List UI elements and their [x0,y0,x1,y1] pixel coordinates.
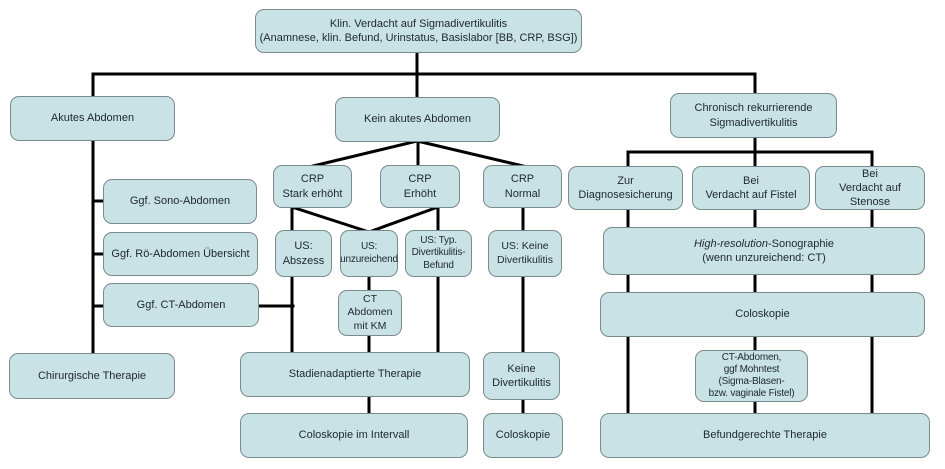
hires-line2: (wenn unzureichend: CT) [702,252,826,264]
node-coloskopie-mitte: Coloskopie [483,413,563,458]
node-ct-abdomen-mit-km: CT Abdomen mit KM [338,290,402,336]
node-crp-erhoeht: CRP Erhöht [380,165,460,208]
node-keine-divertikulitis: Keine Divertikulitis [483,352,560,400]
node-start: Klin. Verdacht auf Sigmadivertikulitis (… [255,9,582,53]
node-zur-diagnosesicherung: Zur Diagnosesicherung [568,166,683,210]
node-ct-abdomen-mohntest: CT-Abdomen, ggf Mohntest (Sigma-Blasen- … [695,350,808,402]
node-akutes-abdomen: Akutes Abdomen [10,96,175,141]
node-bei-verdacht-auf-stenose: Bei Verdacht auf Stenose [815,166,925,210]
node-high-resolution-sonographie: High-resolution-Sonographie (wenn unzure… [603,227,925,275]
node-us-typ-divertikulitis-befund: US: Typ. Divertikulitis- Befund [405,230,472,277]
node-us-keine-divertikulitis: US: Keine Divertikulitis [488,230,562,277]
node-ggf-roe-abdomen-uebersicht: Ggf. Rö-Abdomen Übersicht [103,232,258,276]
node-chirurgische-therapie: Chirurgische Therapie [9,353,175,399]
node-chronisch-rekurrierende-sigmadivertikulitis: Chronisch rekurrierende Sigmadivertikuli… [670,93,837,138]
hires-line1: High-resolution-Sonographie [693,237,835,250]
node-us-unzureichend: US: unzureichend [340,230,398,277]
node-kein-akutes-abdomen: Kein akutes Abdomen [335,97,500,142]
node-crp-normal: CRP Normal [483,165,562,208]
node-us-abszess: US: Abszess [275,230,332,277]
node-befundgerechte-therapie: Befundgerechte Therapie [600,413,930,458]
node-stadienadaptierte-therapie: Stadienadaptierte Therapie [240,352,470,397]
node-bei-verdacht-auf-fistel: Bei Verdacht auf Fistel [692,166,810,210]
node-ggf-ct-abdomen: Ggf. CT-Abdomen [103,283,259,327]
node-ggf-sono-abdomen: Ggf. Sono-Abdomen [103,179,257,224]
node-crp-stark-erhoeht: CRP Stark erhöht [273,165,352,208]
node-coloskopie-im-intervall: Coloskopie im Intervall [240,413,468,458]
node-coloskopie-rechts: Coloskopie [600,292,925,337]
